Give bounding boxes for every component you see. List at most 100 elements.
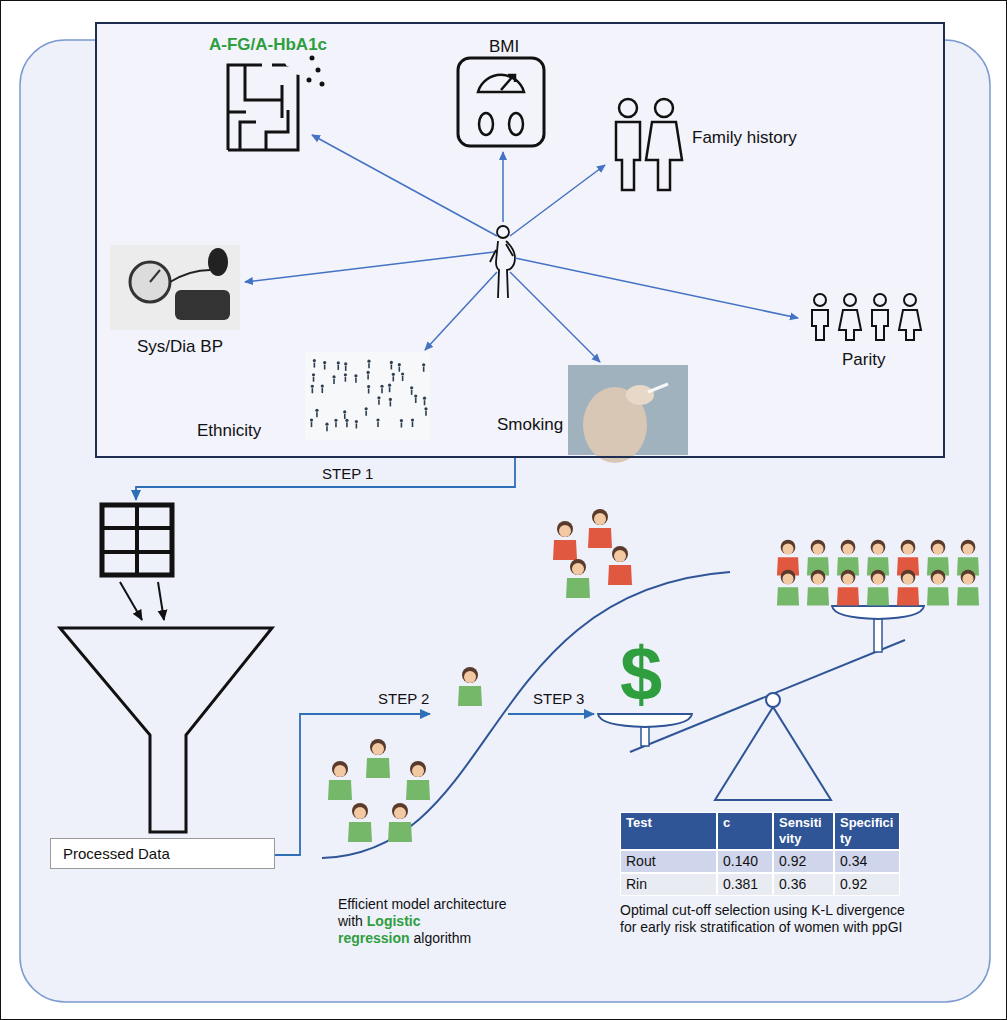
woman-icon <box>394 807 406 819</box>
table-header-cell: c <box>717 812 773 850</box>
parity-icon <box>839 310 861 340</box>
scale-needle <box>501 75 515 90</box>
woman-icon <box>464 671 476 683</box>
factor-arrow <box>515 258 798 318</box>
woman-icon <box>812 543 823 554</box>
crowd-person <box>337 365 339 370</box>
crowd-person <box>344 414 346 419</box>
crowd-person <box>368 363 370 368</box>
crowd-person <box>368 388 370 393</box>
crowd-person <box>410 386 413 389</box>
woman-icon <box>957 587 979 605</box>
woman-icon <box>961 540 976 555</box>
table-header-cell: Test <box>620 812 717 850</box>
crumb <box>310 56 315 61</box>
parity-icon <box>812 310 828 340</box>
step-arrow <box>508 713 594 715</box>
bite-mark <box>285 57 295 67</box>
balance-stand <box>715 707 831 800</box>
crowd-person <box>390 361 393 364</box>
table-cell: 0.92 <box>834 873 900 896</box>
woman-icon <box>931 570 946 585</box>
crowd-person <box>314 363 316 368</box>
woman-icon <box>781 540 796 555</box>
crowd-person <box>377 396 380 399</box>
woman-icon <box>901 570 916 585</box>
scale-dial <box>478 75 524 92</box>
crowd-person <box>399 367 401 372</box>
scale-foot <box>479 113 493 135</box>
sigmoid-curve <box>322 572 730 858</box>
crowd-person <box>402 376 404 381</box>
crumb <box>320 82 325 87</box>
factor-arrow <box>425 272 497 350</box>
caption-text: algorithm <box>414 930 472 946</box>
woman-icon <box>334 765 346 777</box>
woman-icon <box>962 543 973 554</box>
woman-icon <box>412 765 424 777</box>
woman-icon <box>328 780 352 800</box>
node-label: Sys/Dia BP <box>137 337 223 357</box>
woman-icon <box>553 540 577 560</box>
caption-text: Optimal cut-off selection using K-L dive… <box>620 902 905 936</box>
woman-icon <box>406 780 430 800</box>
crowd-person <box>425 411 427 416</box>
crowd-person <box>332 375 335 378</box>
crowd-person <box>422 363 425 366</box>
crowd-person <box>333 379 335 384</box>
crowd-person <box>335 422 337 427</box>
dollar-symbol: $ <box>620 636 662 712</box>
woman-icon <box>782 573 793 584</box>
parity-icon <box>872 310 888 340</box>
table-cell: 0.36 <box>773 873 834 896</box>
crowd-person <box>392 373 395 376</box>
woman-icon <box>837 587 859 605</box>
woman-icon <box>872 543 883 554</box>
woman-icon <box>559 525 571 537</box>
scale-foot <box>509 113 523 135</box>
smoking-photo <box>626 385 654 405</box>
crowd-person <box>367 371 370 374</box>
woman-icon <box>811 540 826 555</box>
woman-icon <box>588 528 612 548</box>
crowd-person <box>367 385 370 388</box>
caption-text: Efficient model architecture with <box>338 896 507 929</box>
woman-icon <box>370 739 386 755</box>
crowd-person <box>376 418 379 421</box>
crowd-person <box>345 419 348 422</box>
crowd-person <box>381 388 383 393</box>
balance-pivot <box>766 693 780 707</box>
crowd-person <box>344 373 347 376</box>
crowd-person <box>356 423 358 428</box>
node-label: Processed Data <box>63 845 170 863</box>
smoking-photo <box>648 384 668 392</box>
table-icon <box>102 505 172 575</box>
crowd-person <box>345 366 347 371</box>
crowd-person <box>324 365 326 370</box>
crowd-person <box>389 387 391 392</box>
balance-beam <box>630 640 905 752</box>
node-label: A-FG/A-HbA1c <box>209 35 327 55</box>
woman-icon <box>872 573 883 584</box>
crowd-picture <box>305 352 430 440</box>
crowd-person <box>321 384 324 387</box>
woman-icon <box>612 546 628 562</box>
parity-icon <box>899 310 921 340</box>
crowd-person <box>311 385 314 388</box>
woman-icon <box>332 761 348 777</box>
woman-icon <box>354 807 366 819</box>
crowd-person <box>377 422 379 427</box>
family-icon <box>655 99 673 117</box>
woman-icon <box>931 540 946 555</box>
factor-arrow <box>312 135 497 236</box>
crowd-person <box>378 400 380 405</box>
crowd-person <box>401 372 404 375</box>
crowd-person <box>380 385 383 388</box>
woman-icon <box>871 570 886 585</box>
table-header-cell: Specificity <box>834 812 900 850</box>
woman-icon <box>781 570 796 585</box>
factors-box: A-FG/A-HbA1cBMIFamily historyParitySmoki… <box>95 22 945 458</box>
crowd-person <box>313 359 316 362</box>
crowd-person <box>423 367 425 372</box>
crumb <box>316 68 321 73</box>
